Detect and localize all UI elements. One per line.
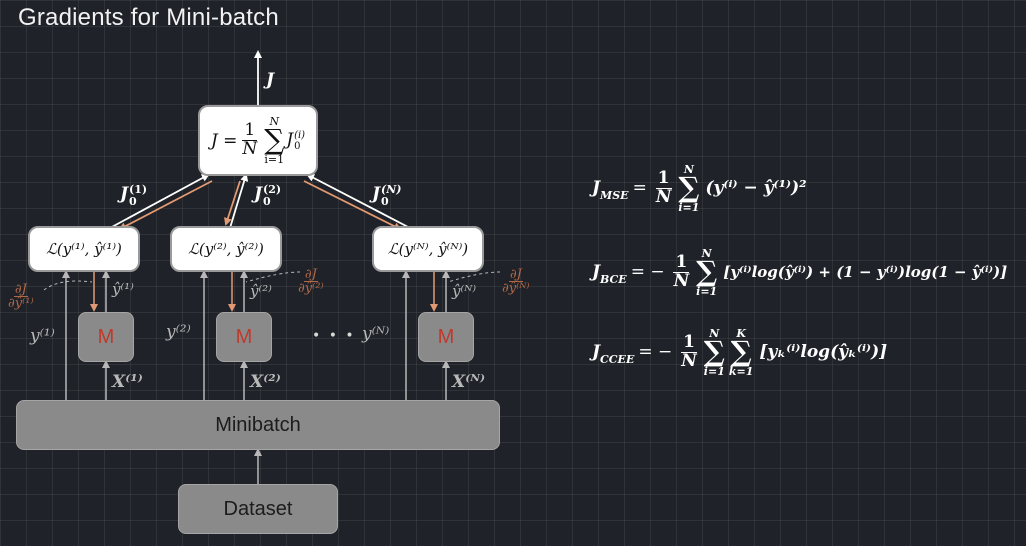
- loss-box-n: ℒ(y⁽ᴺ⁾, ŷ⁽ᴺ⁾): [372, 226, 484, 272]
- j-to-loss2-grad-arrow: [224, 180, 241, 226]
- ccee-sum1-lower: i=1: [703, 364, 725, 378]
- cost-sum-sigma: ∑: [264, 123, 285, 157]
- col1-grad-curve: [43, 280, 93, 291]
- x-label-2: X⁽²⁾: [250, 372, 281, 392]
- mse-frac-num: 1: [655, 167, 672, 189]
- cost-term: J (i) 0: [286, 130, 305, 152]
- loss1-to-j-arrow: [109, 174, 210, 229]
- y-label-2: y⁽²⁾: [166, 322, 191, 342]
- bce-frac-den: N: [673, 270, 690, 291]
- grad-label-2-den: ∂ŷ⁽²⁾: [298, 281, 324, 296]
- ccee-sum1-upper: N: [709, 327, 720, 340]
- col2-grad-curve: [245, 271, 301, 283]
- minibatch-box: Minibatch: [16, 400, 500, 450]
- cost-frac-num: 1: [242, 120, 258, 141]
- ccee-sum2-lower: k=1: [728, 364, 754, 378]
- mse-frac-den: N: [655, 186, 672, 207]
- coln-grad-curve: [447, 271, 501, 283]
- edge-label-2-sub: 0: [263, 195, 271, 209]
- cost-frac-den: N: [242, 139, 258, 159]
- bce-sum-lower: i=1: [696, 284, 718, 298]
- grad-label-1-num: ∂J: [13, 282, 28, 297]
- ccee-body: [yₖ⁽ⁱ⁾log(ŷₖ⁽ⁱ⁾)]: [759, 342, 888, 363]
- ccee-frac-num: 1: [681, 331, 697, 353]
- x-label-n: X⁽ᴺ⁾: [452, 372, 486, 392]
- edge-label-2-base: J: [254, 184, 263, 204]
- ccee-frac-den: N: [681, 350, 697, 371]
- cost-sum: N ∑ i=1: [264, 116, 284, 165]
- loss-box-2: ℒ(y⁽²⁾, ŷ⁽²⁾): [170, 226, 282, 272]
- edge-label-2: J (2) 0: [254, 183, 282, 209]
- model-box-2: M: [216, 312, 272, 362]
- bce-frac-num: 1: [673, 251, 690, 273]
- edge-label-1-sup: (1): [129, 183, 148, 196]
- mse-lhs: J: [592, 178, 601, 199]
- grad-label-n-den: ∂ŷ⁽ᴺ⁾: [502, 281, 530, 296]
- mse-lhs-sub: MSE: [600, 188, 629, 202]
- grad-label-2: ∂J∂ŷ⁽²⁾: [298, 266, 324, 295]
- ellipsis: • • •: [312, 328, 356, 344]
- cost-sum-lower: i=1: [264, 152, 285, 166]
- edge-label-2-sup: (2): [263, 183, 282, 196]
- cost-fraction: 1 N: [240, 120, 259, 159]
- bce-sum-upper: N: [701, 247, 712, 260]
- grad-label-1-den: ∂ŷ⁽¹⁾: [8, 296, 34, 311]
- grad-label-1: ∂J∂ŷ⁽¹⁾: [8, 281, 34, 310]
- yhat-label-1: ŷ⁽¹⁾: [112, 280, 134, 298]
- y-label-1: y⁽¹⁾: [30, 326, 55, 346]
- yhat-label-n: ŷ⁽ᴺ⁾: [452, 282, 477, 300]
- lossn-to-j-arrow: [306, 174, 411, 229]
- edge-label-n-base: J: [372, 184, 381, 204]
- edge-label-n: J (N) 0: [372, 183, 402, 209]
- y-label-n: y⁽ᴺ⁾: [362, 324, 390, 344]
- bce-lhs: J: [592, 262, 601, 283]
- bce-lhs-sub: BCE: [600, 272, 627, 286]
- mse-sum-lower: i=1: [678, 200, 700, 214]
- cost-term-sup: (i): [294, 129, 306, 141]
- ccee-lhs: J: [592, 342, 601, 363]
- grad-label-2-num: ∂J: [303, 267, 318, 282]
- cost-box: J = 1 N N ∑ i=1 J (i) 0: [198, 105, 318, 176]
- j-to-lossn-grad-arrow: [303, 180, 402, 230]
- ccee-lhs-sub: CCEE: [600, 352, 635, 366]
- grad-label-n: ∂J∂ŷ⁽ᴺ⁾: [502, 266, 530, 295]
- dataset-box: Dataset: [178, 484, 338, 534]
- grad-label-n-num: ∂J: [508, 267, 523, 282]
- cost-sum-upper: N: [269, 115, 280, 129]
- ccee-sum2-upper: K: [736, 327, 746, 340]
- edge-label-n-sup: (N): [381, 183, 402, 196]
- model-box-1: M: [78, 312, 134, 362]
- bce-body: [y⁽ⁱ⁾log(ŷ⁽ⁱ⁾) + (1 − y⁽ⁱ⁾)log(1 − ŷ⁽ⁱ⁾)…: [723, 263, 1008, 282]
- cost-term-sub: 0: [294, 140, 301, 152]
- edge-label-1-base: J: [120, 184, 129, 204]
- x-label-1: X⁽¹⁾: [112, 372, 143, 392]
- model-box-n: M: [418, 312, 474, 362]
- mse-body: (y⁽ⁱ⁾ − ŷ⁽¹⁾)²: [705, 178, 807, 199]
- loss2-to-j-arrow: [229, 173, 249, 229]
- edge-label-n-sub: 0: [381, 195, 389, 209]
- page-title: Gradients for Mini-batch: [18, 4, 279, 31]
- cost-term-base: J: [286, 129, 294, 150]
- output-j-label: J: [266, 70, 275, 90]
- j-to-loss1-grad-arrow: [118, 180, 213, 230]
- mse-sum-upper: N: [683, 163, 694, 176]
- edge-label-1: J (1) 0: [120, 183, 148, 209]
- edge-label-1-sub: 0: [129, 195, 137, 209]
- loss-box-1: ℒ(y⁽¹⁾, ŷ⁽¹⁾): [28, 226, 140, 272]
- yhat-label-2: ŷ⁽²⁾: [250, 282, 272, 300]
- cost-lhs: J =: [210, 130, 238, 151]
